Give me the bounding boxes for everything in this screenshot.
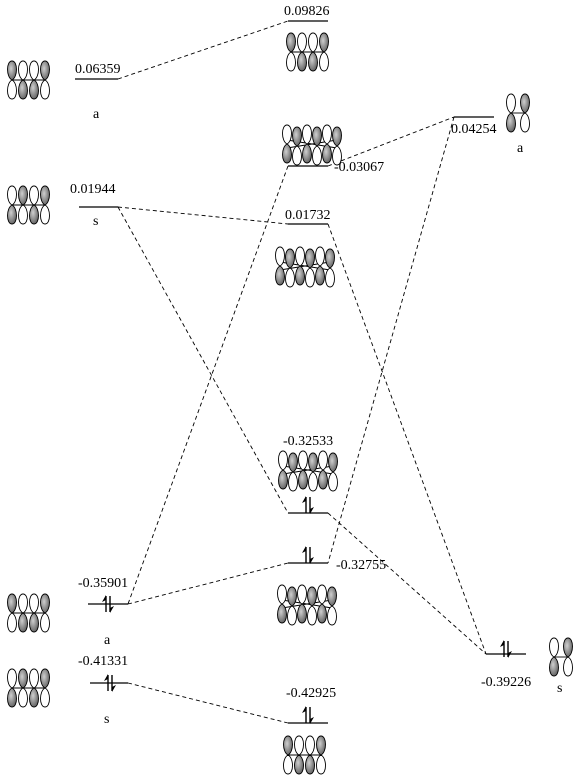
symmetry-label-right-s: s	[557, 681, 562, 696]
energy-label-right-a: 0.04254	[451, 122, 497, 137]
corr-s-high-to-mid-upper	[117, 206, 289, 514]
orbital-icon	[8, 669, 50, 707]
energy-label-left-a-low: -0.35901	[78, 576, 128, 591]
orbital-icon	[8, 61, 50, 99]
symmetry-label-left-s-high: s	[93, 214, 98, 229]
energy-label-center-mid-lower: -0.32755	[336, 558, 386, 573]
orbital-icon	[279, 451, 338, 491]
electron-pair-icon	[301, 495, 315, 515]
orbital-icon	[278, 585, 337, 625]
electron-pair-icon	[301, 545, 315, 565]
corr-mid-upper-to-right-s	[327, 512, 487, 655]
orbital-icon	[550, 638, 573, 676]
correlation-lines	[117, 20, 487, 724]
orbital-icon	[507, 94, 530, 132]
orbital-icon	[287, 33, 329, 71]
corr-left-a-low-to-mid-lower	[127, 562, 289, 605]
energy-label-left-a-high: 0.06359	[75, 62, 121, 77]
electron-pair-icon	[301, 705, 315, 725]
symmetry-label-right-a: a	[517, 141, 524, 156]
orbital-icon	[276, 247, 335, 287]
symmetry-label-left-a-high: a	[93, 107, 100, 122]
energy-label-center-top: 0.09826	[284, 4, 330, 19]
orbital-icon	[8, 186, 50, 224]
orbital-icon	[284, 736, 326, 774]
electron-pair-icon	[499, 639, 513, 659]
symmetry-label-left-a-low: a	[104, 633, 111, 648]
symmetry-label-left-s-low: s	[104, 712, 109, 727]
energy-label-center-bottom: -0.42925	[286, 686, 336, 701]
orbital-icon	[8, 594, 50, 632]
symmetry-labels: a s a s a s	[93, 107, 562, 727]
energy-label-right-s: -0.39226	[481, 675, 531, 690]
energy-label-left-s-high: 0.01944	[70, 182, 116, 197]
corr-left-s-low-to-bottom	[127, 682, 289, 724]
corr-third-to-right-s	[327, 223, 487, 655]
corr-right-a-to-mid-lower	[327, 116, 455, 564]
corr-second-to-left-a-low	[127, 165, 289, 605]
energy-levels	[75, 20, 526, 724]
corr-a-high-to-top	[117, 20, 289, 80]
energy-label-left-s-low: -0.41331	[78, 654, 128, 669]
energy-label-center-mid-upper: -0.32533	[283, 434, 333, 449]
energy-label-center-second: -0.03067	[334, 160, 384, 175]
corr-second-to-right-a	[327, 116, 455, 167]
energy-label-center-third: 0.01732	[285, 208, 331, 223]
orbital-icon	[283, 125, 342, 165]
corr-s-high-to-third	[117, 206, 289, 225]
energy-labels: 0.06359 0.01944 -0.35901 -0.41331 0.0982…	[70, 4, 531, 701]
